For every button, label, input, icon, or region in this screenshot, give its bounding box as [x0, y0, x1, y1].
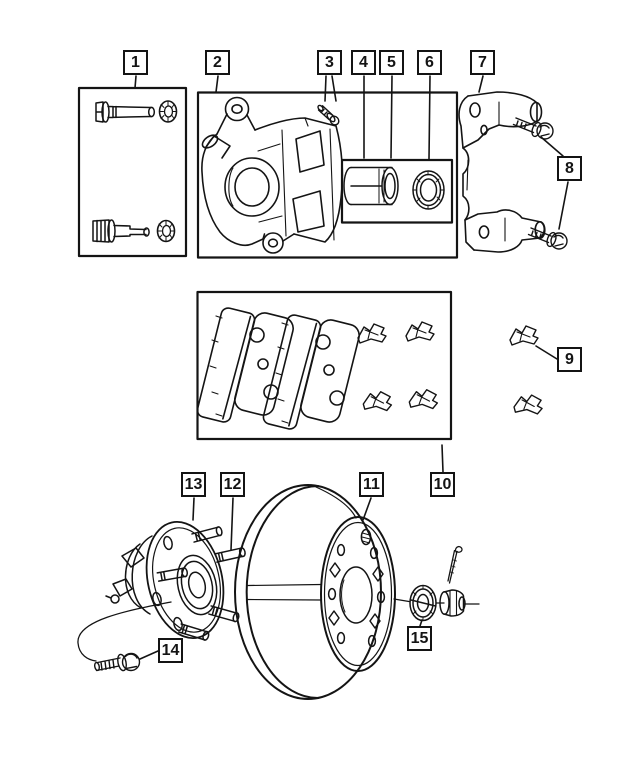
callout-9[interactable]: 9 — [557, 347, 582, 372]
piston-seal-drawing — [343, 166, 445, 210]
bleeder-screw-drawing — [317, 104, 340, 126]
retaining-clips-drawing — [509, 325, 545, 417]
hub-bearing-drawing — [105, 521, 247, 642]
caliper-box — [196, 91, 459, 259]
callout-3[interactable]: 3 — [317, 50, 342, 75]
pad-kit-box — [196, 290, 453, 441]
callout-14[interactable]: 14 — [158, 638, 183, 663]
callout-4[interactable]: 4 — [351, 50, 376, 75]
callout-11[interactable]: 11 — [359, 472, 384, 497]
leader-lines — [77, 75, 569, 662]
callout-7[interactable]: 7 — [470, 50, 495, 75]
adapter-bolts-drawing — [512, 117, 568, 250]
callout-10[interactable]: 10 — [430, 472, 455, 497]
guide-pin-kit-drawing — [92, 100, 178, 243]
brake-rotor-drawing — [234, 484, 396, 700]
callout-12[interactable]: 12 — [220, 472, 245, 497]
brake-caliper-drawing — [201, 96, 344, 254]
guide-pin-kit-box — [77, 86, 188, 258]
hub-bolt-drawing — [93, 652, 141, 672]
callout-1[interactable]: 1 — [123, 50, 148, 75]
caliper-adapter-drawing — [458, 91, 546, 253]
callout-15[interactable]: 15 — [407, 626, 432, 651]
callout-5[interactable]: 5 — [379, 50, 404, 75]
callout-2[interactable]: 2 — [205, 50, 230, 75]
callout-13[interactable]: 13 — [181, 472, 206, 497]
brake-pads-drawing — [196, 307, 440, 430]
washer-nut-cotterpin-drawing — [393, 545, 480, 622]
callout-6[interactable]: 6 — [417, 50, 442, 75]
callout-8[interactable]: 8 — [557, 156, 582, 181]
